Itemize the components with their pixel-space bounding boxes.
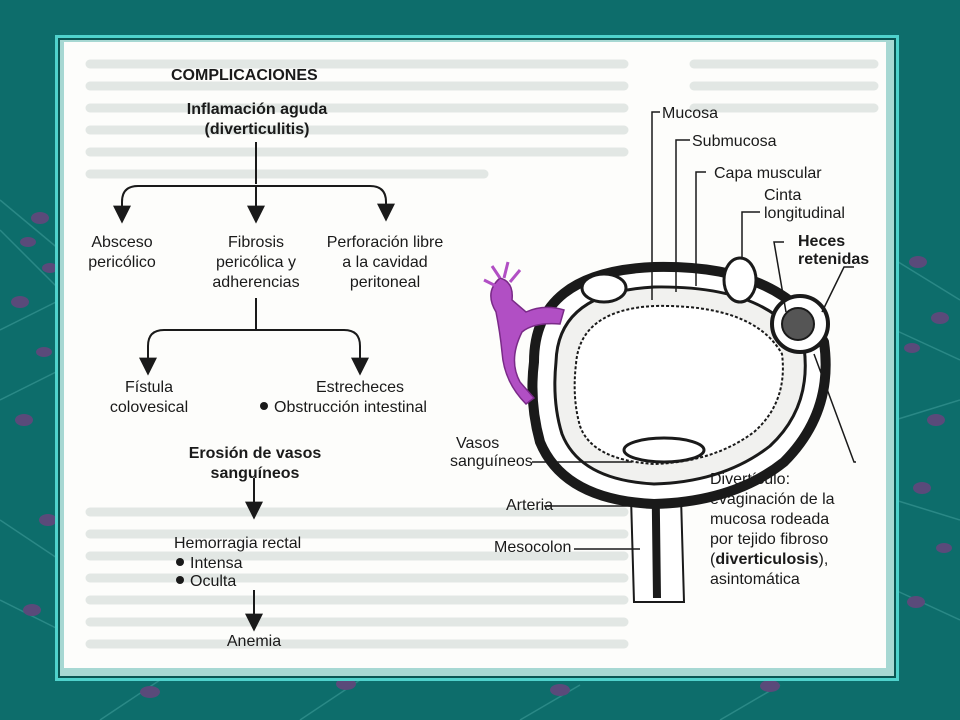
intensa-item: Intensa bbox=[176, 554, 242, 573]
obstruccion-label: Obstrucción intestinal bbox=[274, 399, 427, 416]
fibrosis-label-line1: Fibrosis bbox=[227, 234, 284, 251]
fistula-label-line2: colovesical bbox=[109, 399, 189, 416]
diverticulosis-term: diverticulosis bbox=[715, 551, 819, 568]
paren-open: ( bbox=[710, 551, 716, 568]
perforacion-label-line1: Perforación libre bbox=[326, 234, 444, 251]
fistula-label-line1: Fístula bbox=[124, 379, 173, 396]
perforation-highlight bbox=[490, 277, 565, 405]
diverticulo-label-line1: Divertículo: bbox=[710, 471, 791, 488]
intensa-label: Intensa bbox=[190, 555, 243, 572]
hemorragia-label: Hemorragia rectal bbox=[174, 535, 302, 552]
diverticulo-label-line5: (diverticulosis), bbox=[710, 550, 828, 569]
heces-label-line1: Heces bbox=[798, 233, 846, 250]
anemia-label: Anemia bbox=[226, 633, 282, 650]
cinta-label-line2: longitudinal bbox=[764, 205, 845, 222]
fibrosis-label-line3: adherencias bbox=[212, 274, 300, 291]
diverticulo-label-line6: asintomática bbox=[710, 571, 800, 588]
capa-muscular-label: Capa muscular bbox=[714, 165, 822, 182]
mucosa-label: Mucosa bbox=[662, 105, 719, 122]
vasos-label-line1: Vasos bbox=[456, 435, 500, 452]
erosion-title-line1: Erosión de vasos bbox=[188, 445, 322, 462]
perforacion-label-line3: peritoneal bbox=[349, 274, 421, 291]
absceso-label-line2: pericólico bbox=[88, 254, 156, 271]
paren-close: ), bbox=[818, 551, 829, 568]
complications-heading: COMPLICACIONES bbox=[171, 67, 318, 84]
perforacion-label-line2: a la cavidad bbox=[342, 254, 428, 271]
acute-inflammation-title-line1: Inflamación aguda bbox=[186, 101, 328, 118]
mucosa-layer bbox=[573, 304, 784, 466]
heces-label-line2: retenidas bbox=[798, 251, 870, 268]
colon-cross-section-illustration bbox=[483, 111, 856, 603]
diverticulum-top-right bbox=[722, 256, 758, 304]
diverticulo-label-line4: por tejido fibroso bbox=[710, 531, 829, 548]
retained-feces bbox=[781, 307, 815, 341]
bullet-icon bbox=[260, 401, 268, 410]
vasos-label-line2: sanguíneos bbox=[450, 453, 533, 470]
submucosa-label: Submucosa bbox=[692, 133, 777, 150]
bullet-icon bbox=[176, 557, 184, 566]
absceso-label-line1: Absceso bbox=[91, 234, 153, 251]
obstruccion-item: Obstrucción intestinal bbox=[260, 398, 427, 417]
flowchart-connectors bbox=[113, 142, 395, 632]
mesocolon-label: Mesocolon bbox=[494, 539, 572, 556]
arteria-label: Arteria bbox=[506, 497, 554, 514]
diverticulum-top-left bbox=[580, 272, 628, 304]
diverticulo-label-line3: mucosa rodeada bbox=[710, 511, 830, 528]
cinta-label-line1: Cinta bbox=[764, 187, 802, 204]
figure-panel: COMPLICACIONES Inflamación aguda (divert… bbox=[64, 42, 886, 668]
estrecheces-label: Estrecheces bbox=[315, 379, 405, 396]
diverticulo-label-line2: evaginación de la bbox=[710, 491, 835, 508]
fibrosis-label-line2: pericólica y bbox=[215, 254, 297, 271]
vessel-pocket bbox=[622, 436, 706, 464]
oculta-label: Oculta bbox=[190, 573, 237, 590]
oculta-item: Oculta bbox=[176, 572, 236, 591]
bullet-icon bbox=[176, 575, 184, 584]
acute-inflammation-title-line2: (diverticulitis) bbox=[204, 121, 310, 138]
erosion-title-line2: sanguíneos bbox=[210, 465, 300, 482]
